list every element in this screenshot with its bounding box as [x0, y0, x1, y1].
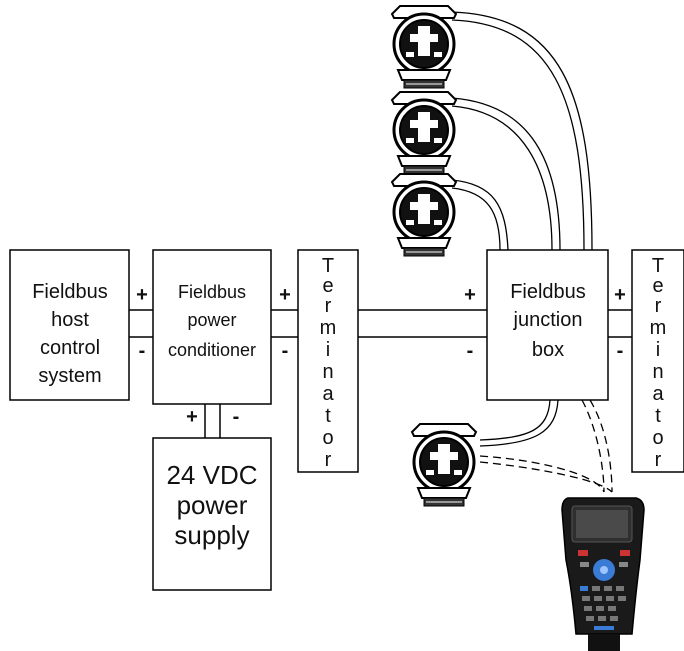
junction-left-plus-sign: + — [464, 284, 476, 306]
terminator-left-letter: T — [322, 255, 334, 277]
transmitter-icon — [390, 172, 458, 258]
terminator-left-box — [297, 249, 359, 473]
transmitter-icon — [410, 422, 478, 508]
host-label-line-3: control — [40, 337, 100, 359]
conditioner-plus-sign: + — [279, 284, 291, 306]
transmitter-icon — [390, 4, 458, 90]
terminator-right-letter: a — [652, 383, 664, 405]
host-plus-sign: + — [136, 284, 148, 306]
host-label-line-1: Fieldbus — [32, 281, 108, 303]
conditioner-label-line-3: conditioner — [168, 340, 256, 360]
supply-label-line-1: 24 VDC — [166, 460, 257, 490]
host-minus-sign: - — [139, 340, 146, 362]
junction-label-line-1: Fieldbus — [510, 281, 586, 303]
host-label-line-2: host — [51, 309, 89, 331]
terminator-left-letter: t — [325, 405, 331, 427]
terminator-right-letter: m — [650, 317, 667, 339]
terminator-left-label: T e r m i n a t o r — [320, 255, 337, 471]
supply-minus-sign: - — [233, 406, 240, 428]
conditioner-minus-sign: - — [282, 340, 289, 362]
host-control-system-box — [9, 249, 130, 401]
handheld-communicator-icon — [561, 497, 645, 651]
handheld-cables — [479, 399, 613, 493]
terminator-left-letter: i — [326, 339, 330, 361]
terminator-left-letter: r — [325, 295, 332, 317]
terminator-right-letter: r — [655, 449, 662, 471]
junction-right-plus-sign: + — [614, 284, 626, 306]
terminator-right-letter: i — [656, 339, 660, 361]
terminator-left-letter: e — [322, 275, 333, 297]
terminator-right-label: T e r m i n a t o r — [650, 255, 667, 471]
conditioner-label-line-1: Fieldbus — [178, 282, 246, 302]
host-label-line-4: system — [38, 365, 101, 387]
junction-label-line-3: box — [532, 339, 564, 361]
terminator-right-letter: o — [652, 427, 663, 449]
junction-box — [486, 249, 609, 401]
junction-label-line-2: junction — [513, 309, 583, 331]
terminator-left-letter: a — [322, 383, 334, 405]
terminator-left-letter: r — [325, 449, 332, 471]
terminator-right-letter: n — [652, 361, 663, 383]
terminator-right-box — [631, 249, 684, 473]
terminator-right-letter: T — [652, 255, 664, 277]
bus-wires — [129, 309, 632, 438]
junction-left-minus-sign: - — [467, 340, 474, 362]
terminator-right-letter: t — [655, 405, 661, 427]
supply-label-line-2: power — [177, 490, 248, 520]
supply-plus-sign: + — [186, 406, 198, 428]
terminator-left-letter: o — [322, 427, 333, 449]
terminator-right-letter: r — [655, 295, 662, 317]
junction-right-minus-sign: - — [617, 340, 624, 362]
power-supply-box — [152, 437, 272, 591]
transmitter-icon — [390, 90, 458, 176]
terminator-right-letter: e — [652, 275, 663, 297]
power-conditioner-box — [152, 249, 272, 405]
terminator-left-letter: n — [322, 361, 333, 383]
device-cables — [451, 11, 593, 447]
conditioner-label-line-2: power — [187, 310, 236, 330]
terminator-left-letter: m — [320, 317, 337, 339]
supply-label-line-3: supply — [174, 520, 249, 550]
